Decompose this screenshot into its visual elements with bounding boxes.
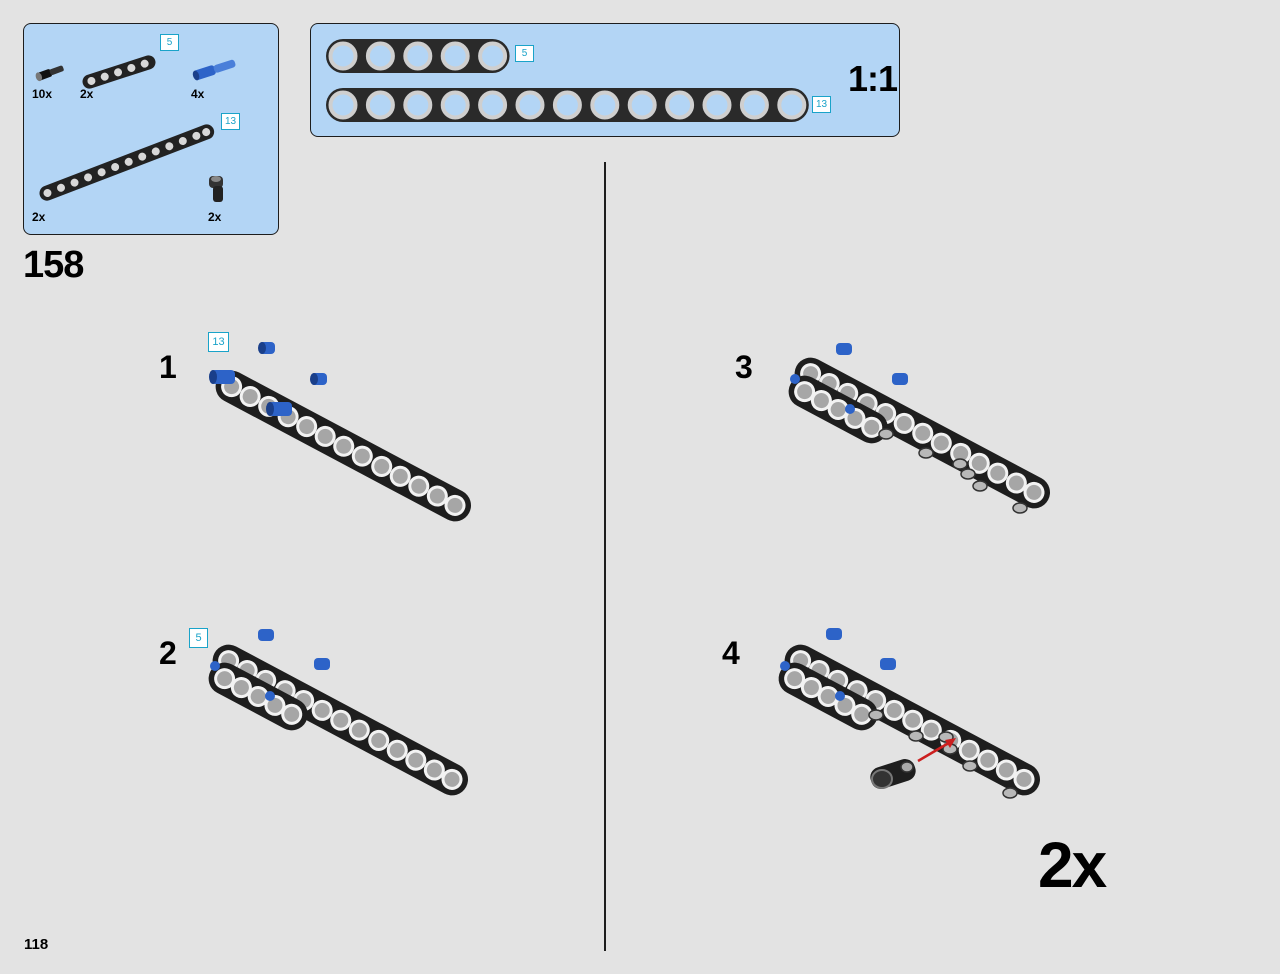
substep-3-assembly <box>788 343 1051 514</box>
beam-hole <box>777 90 807 120</box>
beam-5-icon <box>82 55 156 89</box>
beam-hole <box>403 90 433 120</box>
black-axle-pin-icon <box>35 65 64 82</box>
parts-count-angle-connector: 2x <box>208 210 222 224</box>
beam-hole <box>515 90 545 120</box>
blue-pin <box>209 342 327 416</box>
angle-connector-icon <box>209 176 223 202</box>
substep-3-number: 3 <box>735 349 753 385</box>
substep-2-assembly <box>208 629 469 796</box>
substep-2-beam-callout: 5 <box>189 628 208 648</box>
beam-hole <box>552 90 582 120</box>
parts-count-beam-13: 2x <box>32 210 46 224</box>
beam-5-length-callout: 5 <box>160 34 179 51</box>
angle-connector-piece <box>870 759 916 789</box>
scale-beam-5 <box>326 39 510 73</box>
beam-hole <box>328 41 358 71</box>
beam-13-icon <box>39 124 215 201</box>
parts-count-black-pin: 10x <box>32 87 53 101</box>
scale-beam-13-length: 13 <box>812 96 831 113</box>
substep-4-assembly <box>778 628 1041 799</box>
scale-beam-13 <box>326 88 809 122</box>
beam-hole <box>365 90 395 120</box>
beam-13-length-callout: 13 <box>221 113 240 130</box>
beam-hole <box>739 90 769 120</box>
column-divider <box>604 162 606 951</box>
scale-beam-5-length: 5 <box>515 45 534 62</box>
beam-hole <box>478 90 508 120</box>
beam-hole <box>328 90 358 120</box>
parts-count-beam-5: 2x <box>80 87 94 101</box>
beam-hole <box>440 90 470 120</box>
assembly-arrow <box>917 738 956 763</box>
substep-1-number: 1 <box>159 349 177 385</box>
substep-4-number: 4 <box>722 635 740 671</box>
beam-hole <box>440 41 470 71</box>
parts-count-blue-pin: 4x <box>191 87 205 101</box>
build-multiplier: 2x <box>1038 829 1107 901</box>
scale-panel: 5 13 <box>310 23 900 137</box>
step-number: 158 <box>23 244 84 286</box>
beam-hole <box>665 90 695 120</box>
scale-label: 1:1 <box>848 58 898 99</box>
beam-hole <box>590 90 620 120</box>
substep-2-number: 2 <box>159 635 177 671</box>
beam-hole <box>702 90 732 120</box>
beam-hole <box>365 41 395 71</box>
beam-hole <box>478 41 508 71</box>
page-number: 118 <box>24 936 49 953</box>
substep-1-assembly <box>209 342 472 522</box>
beam-hole <box>403 41 433 71</box>
blue-axle-pin-icon <box>192 59 236 81</box>
parts-list-panel: 10x 2x 5 4x 2x <box>23 23 279 235</box>
substep-1-beam-callout: 13 <box>208 332 229 352</box>
beam-hole <box>627 90 657 120</box>
